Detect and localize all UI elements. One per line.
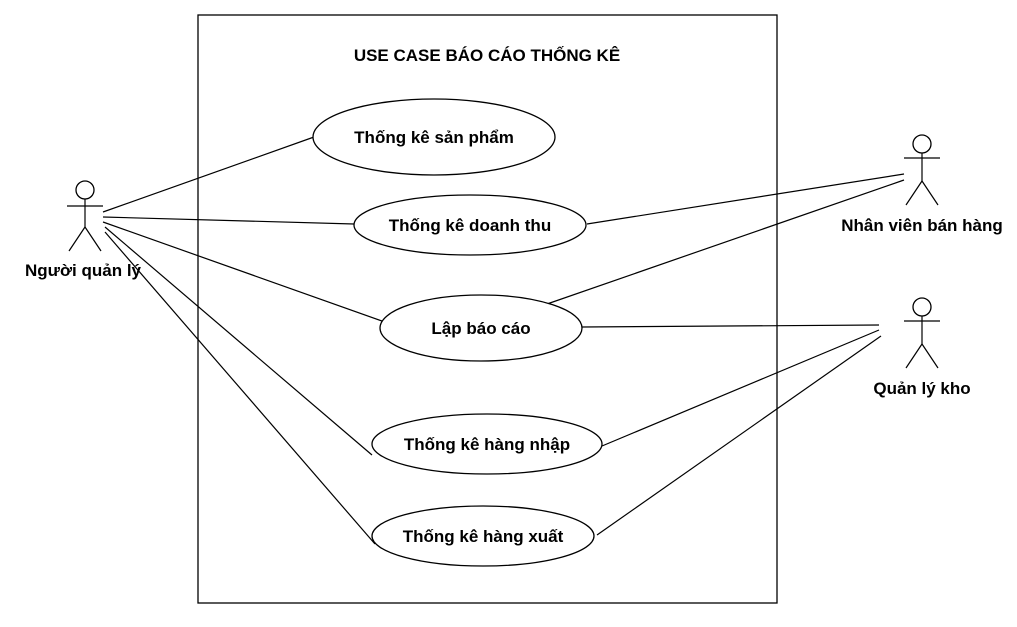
assoc-warehouse-lap-bao-cao xyxy=(581,324,880,328)
assoc-manager-thong-ke-san-pham xyxy=(102,136,315,213)
assoc-manager-thong-ke-hang-xuat xyxy=(104,231,376,545)
use-case-label: Thống kê hàng nhập xyxy=(404,435,570,454)
actor-quan-ly-kho[interactable]: Quản lý kho xyxy=(873,297,971,398)
assoc-sales-thong-ke-doanh-thu xyxy=(586,173,905,225)
use-case-label: Thống kê hàng xuất xyxy=(403,527,564,546)
assoc-warehouse-thong-ke-hang-xuat xyxy=(596,335,882,536)
use-case-label: Lập báo cáo xyxy=(431,319,530,338)
assoc-manager-lap-bao-cao xyxy=(102,221,383,322)
assoc-manager-thong-ke-hang-nhap xyxy=(104,226,373,456)
use-case-thong-ke-doanh-thu[interactable]: Thống kê doanh thu xyxy=(353,194,587,256)
diagram-title: USE CASE BÁO CÁO THỐNG KÊ xyxy=(354,45,620,65)
assoc-manager-thong-ke-doanh-thu xyxy=(102,216,355,225)
actor-label: Quản lý kho xyxy=(873,379,970,398)
use-case-label: Thống kê doanh thu xyxy=(389,216,551,235)
use-case-thong-ke-san-pham[interactable]: Thống kê sản phẩm xyxy=(312,98,556,176)
use-case-ellipse xyxy=(353,194,587,256)
stick-figure-icon xyxy=(67,180,103,252)
use-case-thong-ke-hang-nhap[interactable]: Thống kê hàng nhập xyxy=(371,413,603,475)
use-case-ellipse xyxy=(312,98,556,176)
system-boundary xyxy=(197,14,778,604)
actor-label: Người quản lý xyxy=(25,261,142,280)
use-case-ellipse xyxy=(371,413,603,475)
assoc-warehouse-thong-ke-hang-nhap xyxy=(601,329,880,447)
actor-nguoi-quan-ly[interactable]: Người quản lý xyxy=(25,180,142,280)
use-case-thong-ke-hang-xuat[interactable]: Thống kê hàng xuất xyxy=(371,505,595,567)
stick-figure-icon xyxy=(904,297,940,369)
use-case-ellipse xyxy=(371,505,595,567)
use-case-label: Thống kê sản phẩm xyxy=(354,128,514,147)
actor-nhan-vien-ban-hang[interactable]: Nhân viên bán hàng xyxy=(841,134,1003,235)
use-case-ellipse xyxy=(379,294,583,362)
use-case-lap-bao-cao[interactable]: Lập báo cáo xyxy=(379,294,583,362)
assoc-sales-lap-bao-cao xyxy=(546,179,905,305)
stick-figure-icon xyxy=(904,134,940,206)
actor-label: Nhân viên bán hàng xyxy=(841,216,1003,235)
